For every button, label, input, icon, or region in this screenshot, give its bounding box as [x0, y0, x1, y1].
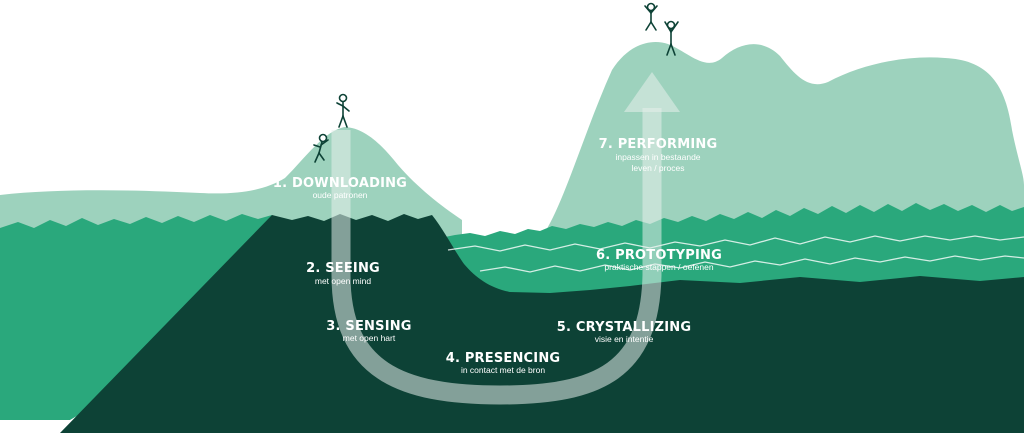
- stage-title: 3. SENSING: [326, 319, 411, 334]
- stage-subtitle-line-1: inpassen in bestaande: [615, 152, 700, 162]
- stage-subtitle: visie en intentie: [595, 334, 654, 344]
- stage-performing: 7. PERFORMING inpassen in bestaande leve…: [599, 137, 718, 173]
- stage-title: 1. DOWNLOADING: [273, 176, 407, 191]
- person-standing-icon: [336, 93, 350, 128]
- stage-title: 6. PROTOTYPING: [596, 248, 722, 263]
- stage-title: 5. CRYSTALLIZING: [557, 320, 691, 335]
- stage-crystallizing: 5. CRYSTALLIZING visie en intentie: [557, 320, 691, 344]
- stage-prototyping: 6. PROTOTYPING praktische stappen / oefe…: [596, 248, 722, 272]
- stage-title: 2. SEEING: [306, 261, 380, 276]
- u-process-arrowhead: [624, 72, 680, 112]
- stage-subtitle: met open hart: [343, 333, 396, 343]
- wave-line-upper: [447, 235, 1024, 252]
- wave-line-lower: [479, 255, 1024, 273]
- person-jumping-icon: [644, 2, 658, 31]
- right-green-band: [440, 203, 1024, 300]
- stage-seeing: 2. SEEING met open mind: [306, 261, 380, 286]
- stage-subtitle: praktische stappen / oefenen: [604, 262, 713, 272]
- stage-subtitle: in contact met de bron: [461, 365, 545, 375]
- person-cheering-icon: [664, 20, 679, 56]
- stage-sensing: 3. SENSING met open hart: [326, 319, 411, 343]
- stage-title: 4. PRESENCING: [446, 351, 561, 366]
- left-green-slab: [0, 214, 272, 420]
- person-climbing-icon: [313, 133, 329, 163]
- stage-title: 7. PERFORMING: [599, 137, 718, 152]
- stage-subtitle: met open mind: [315, 276, 371, 286]
- u-process-arrow: [331, 108, 662, 405]
- stage-presencing: 4. PRESENCING in contact met de bron: [446, 351, 561, 375]
- stage-subtitle-line-2: leven / proces: [632, 163, 685, 173]
- dark-valley: [60, 214, 1024, 433]
- stage-subtitle: oude patronen: [313, 190, 368, 200]
- stage-downloading: 1. DOWNLOADING oude patronen: [273, 176, 407, 200]
